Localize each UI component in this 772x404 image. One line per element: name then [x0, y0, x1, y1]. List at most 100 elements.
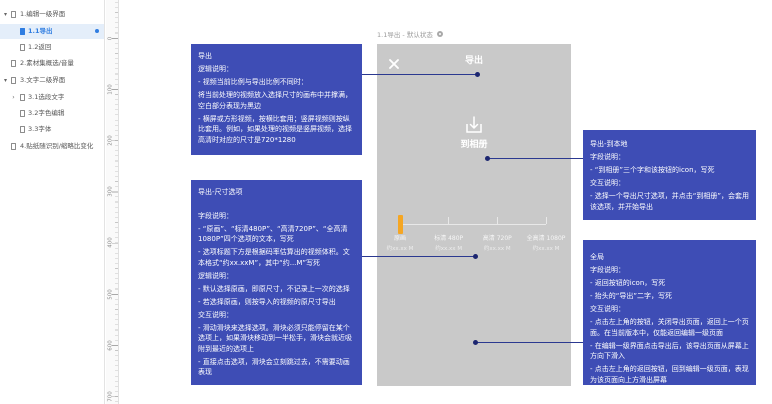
page-icon	[11, 76, 16, 84]
sidebar-item-3-1[interactable]: › 3.1选段文字	[0, 90, 104, 105]
size-option-label: 高清 720P	[482, 235, 512, 242]
page-icon	[20, 27, 25, 35]
vertical-ruler	[106, 0, 119, 404]
size-option-720p[interactable]: 高清 720P 约xx.xx M	[472, 235, 522, 253]
ruler-label: 100	[107, 83, 114, 95]
annotation-title: 全局	[590, 253, 604, 261]
slider-track[interactable]	[400, 224, 546, 225]
connector-dot-size-options	[473, 254, 478, 259]
slider-handle[interactable]	[397, 215, 403, 234]
annotation-global: 全局 字段说明： - 返回按钮的icon，写死 - 抬头的“导出”二字，写死 交…	[583, 240, 756, 385]
annotation-line: - 选项标题下方是根据码率估算出的视频体积。文本格式“约xx.xxM”，其中“约…	[198, 248, 350, 267]
size-option-480p[interactable]: 标清 480P 约xx.xx M	[424, 235, 474, 253]
annotation-title: 导出-到本地	[590, 140, 628, 148]
chevron-right-icon[interactable]: ›	[12, 93, 15, 101]
annotation-line: - 滑动滑块来选择选项。滑块必须只能停留在某个选项上，如果滑块移动到一半松手，滑…	[198, 323, 352, 353]
annotation-line: 字段说明：	[590, 153, 625, 161]
ruler-label: 300	[107, 186, 114, 197]
annotation-line: - 点击左上角的按钮，关闭导出页面，返回上一个页面。在当前版本中，仅能返回编辑一…	[590, 318, 749, 337]
connector-line-global	[475, 342, 583, 343]
size-option-estimate: 约xx.xx M	[483, 246, 511, 252]
selected-indicator-dot	[95, 29, 99, 33]
annotation-line: - 横屏或方形视频，按横比套用；竖屏视频则按纵比套用。例如，如果处理的视频是竖屏…	[198, 114, 352, 144]
annotation-line: - 若选择原画，则按导入的视频的原尺寸导出	[198, 297, 336, 306]
connector-dot-to-local	[485, 156, 490, 161]
sidebar-item-label: 2.素材集概选/音量	[20, 58, 74, 67]
chevron-down-icon[interactable]: ▾	[3, 10, 7, 18]
ruler-label: 400	[107, 237, 114, 249]
sidebar-item-4[interactable]: 4.贴纸随识别/缩略比变化	[0, 139, 104, 154]
annotation-line: 字段说明：	[198, 211, 233, 220]
annotation-line: - 在编辑一级界面点击导出后，该导出页面从屏幕上方向下滑入	[590, 341, 749, 361]
page-icon	[20, 125, 25, 133]
sidebar-item-label: 3.1选段文字	[28, 92, 65, 101]
size-option-estimate: 约xx.xx M	[386, 246, 414, 252]
ruler-major-ticks	[112, 38, 118, 404]
size-slider[interactable]	[377, 209, 571, 235]
annotation-line: - 直接点击选项，滑块会立刻跳过去，不需要动画表现	[198, 357, 350, 377]
page-state-label: 1.1导出 - 默认状态	[377, 31, 443, 40]
download-icon	[466, 116, 482, 133]
slider-stop-tick	[496, 217, 498, 224]
sidebar-item-label: 3.3字体	[28, 124, 52, 133]
size-option-original[interactable]: 原画 约xx.xx M	[375, 235, 425, 253]
sidebar-item-label: 4.贴纸随识别/缩略比变化	[20, 141, 94, 150]
chevron-down-icon[interactable]: ▾	[3, 76, 7, 84]
page-icon	[20, 109, 25, 117]
size-option-1080p[interactable]: 全高清 1080P 约xx.xx M	[521, 235, 571, 253]
connector-dot-export	[475, 72, 480, 77]
page-settings-icon[interactable]	[436, 31, 443, 37]
ruler-label: 700	[107, 391, 114, 402]
connector-line-to-local	[487, 158, 583, 159]
annotation-line: 交互说明：	[198, 310, 233, 319]
export-page-mockup: 导出 到相册 原画 约xx.xx M 标清 480P 约xx.xx M 高清 7…	[377, 44, 571, 386]
annotation-line: - 抬头的“导出”二字，写死	[590, 292, 673, 300]
annotation-line: - 点击左上角的返回按钮，回到编辑一级页面，表现为该页面向上方滑出屏幕	[590, 365, 749, 384]
page-icon	[20, 93, 25, 101]
sidebar-item-3-3[interactable]: 3.3字体	[0, 122, 104, 137]
page-icon	[11, 59, 16, 67]
sidebar-item-1[interactable]: ▾ 1.编辑一级界面	[0, 7, 104, 22]
sidebar-item-label: 1.编辑一级界面	[20, 9, 66, 18]
annotation-line: - “原画”、“标清480P”、“高清720P”、“全高清1080P”四个选项的…	[198, 224, 348, 244]
close-icon	[389, 59, 399, 69]
sidebar-item-label: 1.1导出	[28, 26, 53, 35]
save-to-album-label: 到相册	[460, 140, 488, 150]
size-option-estimate: 约xx.xx M	[532, 246, 560, 252]
ruler-label: 200	[107, 135, 114, 146]
annotation-line: 将当前处理的视频放入选择尺寸的画布中并撑满，空白部分表现为黑边	[198, 91, 352, 110]
ruler-label: 0	[107, 36, 114, 40]
save-to-album-button[interactable]: 到相册	[449, 112, 499, 152]
annotation-line: - 默认选择原画，即原尺寸，不记录上一次的选择	[198, 284, 350, 293]
annotation-size-options: 导出-尺寸选项 字段说明： - “原画”、“标清480P”、“高清720P”、“…	[191, 180, 362, 385]
page-title: 导出	[464, 56, 483, 66]
close-button[interactable]	[388, 55, 400, 69]
page-icon	[20, 43, 25, 51]
annotation-line: 字段说明：	[590, 266, 625, 274]
annotation-line: 逻辑说明：	[198, 65, 233, 73]
connector-line-size-options	[362, 256, 475, 257]
sidebar-item-2[interactable]: 2.素材集概选/音量	[0, 56, 104, 71]
size-option-label: 标清 480P	[434, 235, 464, 242]
size-option-label: 全高清 1080P	[526, 235, 566, 242]
annotation-line: 交互说明：	[590, 305, 625, 313]
page-state-text: 1.1导出 - 默认状态	[377, 31, 433, 39]
sidebar-item-3[interactable]: ▾ 3.文字二级界面	[0, 73, 104, 88]
ruler-label: 600	[107, 339, 114, 351]
annotation-title: 导出-尺寸选项	[198, 188, 243, 196]
annotation-to-local: 导出-到本地 字段说明： - “到相册”三个字和该按钮的icon，写死 交互说明…	[583, 130, 756, 220]
sidebar-item-3-2[interactable]: 3.2字色编辑	[0, 106, 104, 121]
slider-stop-tick	[448, 217, 450, 224]
page-icon	[11, 10, 16, 18]
page-tree-sidebar: ▾ 1.编辑一级界面 1.1导出 1.2返回 2.素材集概选/音量 ▾ 3.文字…	[0, 0, 105, 404]
sidebar-item-1-2[interactable]: 1.2返回	[0, 40, 104, 55]
connector-dot-global	[473, 340, 478, 345]
annotation-line: - 选择一个导出尺寸选项，并点击“到相册”，会套用该选项，并开始导出	[590, 192, 750, 211]
annotation-line: - 返回按钮的icon，写死	[590, 279, 666, 287]
annotation-line: - “到相册”三个字和该按钮的icon，写死	[590, 166, 715, 174]
slider-stop-tick	[545, 217, 547, 224]
page-icon	[11, 142, 16, 150]
sidebar-item-label: 3.2字色编辑	[28, 108, 65, 117]
annotation-export: 导出 逻辑说明： - 视频当前比例与导出比例不同时： 将当前处理的视频放入选择尺…	[191, 44, 362, 155]
sidebar-item-1-1[interactable]: 1.1导出	[0, 23, 104, 39]
